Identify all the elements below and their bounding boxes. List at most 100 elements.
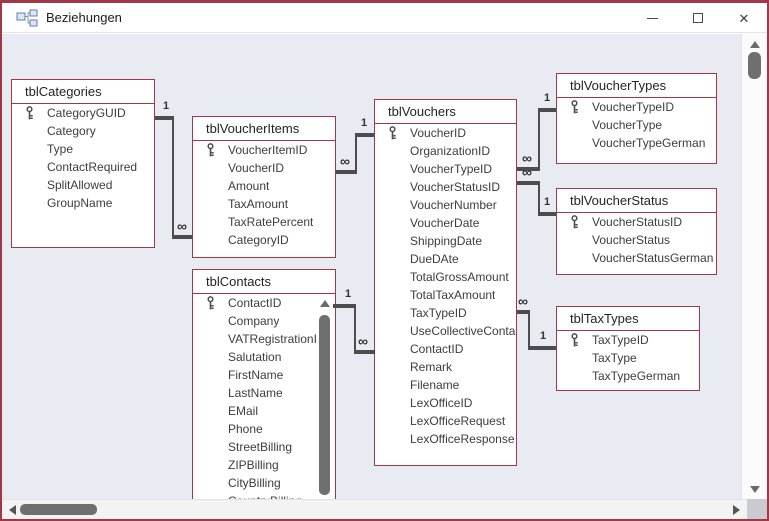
field-row[interactable]: VoucherID xyxy=(375,124,516,142)
scroll-up-icon[interactable] xyxy=(320,300,330,307)
minimize-button[interactable] xyxy=(629,3,675,33)
field-row[interactable]: ContactID xyxy=(375,340,516,358)
relation-line-tblContacts-tblVouchers[interactable] xyxy=(354,306,356,354)
field-row[interactable]: OrganizationID xyxy=(375,142,516,160)
field-row[interactable]: VoucherStatusGerman xyxy=(557,249,716,267)
field-row[interactable]: Type xyxy=(12,140,154,158)
field-row[interactable]: LexOfficeRequest xyxy=(375,412,516,430)
field-name: VoucherID xyxy=(410,126,467,140)
field-row[interactable]: FirstName xyxy=(193,366,335,384)
field-row[interactable]: Salutation xyxy=(193,348,335,366)
vertical-scrollbar-thumb[interactable] xyxy=(748,52,761,79)
table-title[interactable]: tblVoucherTypes xyxy=(557,74,716,98)
scroll-up-icon[interactable] xyxy=(750,41,760,48)
field-row[interactable]: VATRegistrationI xyxy=(193,330,335,348)
field-row[interactable]: VoucherItemID xyxy=(193,141,335,159)
field-name: VoucherStatusID xyxy=(592,215,683,229)
field-row[interactable]: Filename xyxy=(375,376,516,394)
field-row[interactable]: TaxRatePercent xyxy=(193,213,335,231)
field-row[interactable]: Company xyxy=(193,312,335,330)
relation-line-tblVoucherTypes-tblVouchers[interactable] xyxy=(538,108,556,112)
field-row[interactable]: TaxTypeGerman xyxy=(557,367,699,385)
relation-line-tblTaxTypes-tblVouchers[interactable] xyxy=(528,312,530,350)
relation-line-tblTaxTypes-tblVouchers[interactable] xyxy=(517,310,530,314)
relation-line-tblVoucherStatus-tblVouchers[interactable] xyxy=(538,183,540,216)
field-row[interactable]: VoucherID xyxy=(193,159,335,177)
field-row[interactable]: LastName xyxy=(193,384,335,402)
field-row[interactable]: VoucherTypeGerman xyxy=(557,134,716,152)
field-row[interactable]: LexOfficeID xyxy=(375,394,516,412)
relation-line-tblTaxTypes-tblVouchers[interactable] xyxy=(528,346,556,350)
field-row[interactable]: EMail xyxy=(193,402,335,420)
relation-line-tblVoucherStatus-tblVouchers[interactable] xyxy=(538,212,556,216)
scroll-down-icon[interactable] xyxy=(750,486,760,493)
table-title[interactable]: tblVoucherStatus xyxy=(557,189,716,213)
field-row[interactable]: DueDAte xyxy=(375,250,516,268)
field-row[interactable]: VoucherStatus xyxy=(557,231,716,249)
table-title[interactable]: tblContacts xyxy=(193,270,335,294)
field-list-scrollbar[interactable] xyxy=(318,298,332,514)
relation-line-tblContacts-tblVouchers[interactable] xyxy=(333,304,356,308)
field-row[interactable]: TaxType xyxy=(557,349,699,367)
field-row[interactable]: VoucherType xyxy=(557,116,716,134)
field-row[interactable]: TotalTaxAmount xyxy=(375,286,516,304)
relation-line-tblCategories-tblVoucherItems[interactable] xyxy=(155,116,174,120)
field-row[interactable]: LexOfficeResponse xyxy=(375,430,516,448)
field-row[interactable]: Phone xyxy=(193,420,335,438)
field-row[interactable]: VoucherStatusID xyxy=(375,178,516,196)
relation-line-tblCategories-tblVoucherItems[interactable] xyxy=(172,235,192,239)
table-title[interactable]: tblTaxTypes xyxy=(557,307,699,331)
field-list-scrollbar-thumb[interactable] xyxy=(319,315,330,495)
field-row[interactable]: StreetBilling xyxy=(193,438,335,456)
close-button[interactable]: ✕ xyxy=(721,3,767,33)
cardinality-label: 1 xyxy=(360,117,368,129)
scroll-right-icon[interactable] xyxy=(733,505,740,515)
relation-line-tblVoucherStatus-tblVouchers[interactable] xyxy=(517,181,540,185)
field-row[interactable]: ContactID xyxy=(193,294,335,312)
field-row[interactable]: ZIPBilling xyxy=(193,456,335,474)
vertical-scrollbar[interactable] xyxy=(741,34,767,499)
field-row[interactable]: ContactRequired xyxy=(12,158,154,176)
relation-line-tblVouchers-tblVoucherItems[interactable] xyxy=(355,133,357,174)
field-row[interactable]: TaxAmount xyxy=(193,195,335,213)
field-name: ZIPBilling xyxy=(228,458,279,472)
horizontal-scrollbar-thumb[interactable] xyxy=(20,504,97,515)
field-row[interactable]: TaxTypeID xyxy=(375,304,516,322)
field-row[interactable]: CityBilling xyxy=(193,474,335,492)
field-row[interactable]: ShippingDate xyxy=(375,232,516,250)
field-row[interactable]: VoucherNumber xyxy=(375,196,516,214)
table-title[interactable]: tblVouchers xyxy=(375,100,516,124)
table-title[interactable]: tblVoucherItems xyxy=(193,117,335,141)
field-row[interactable]: SplitAllowed xyxy=(12,176,154,194)
field-row[interactable]: Remark xyxy=(375,358,516,376)
horizontal-scrollbar[interactable] xyxy=(2,499,747,519)
relation-line-tblCategories-tblVoucherItems[interactable] xyxy=(172,118,174,237)
scroll-left-icon[interactable] xyxy=(9,505,16,515)
relation-line-tblVoucherTypes-tblVouchers[interactable] xyxy=(538,110,540,171)
maximize-button[interactable] xyxy=(675,3,721,33)
field-row[interactable]: Category xyxy=(12,122,154,140)
field-row[interactable]: VoucherTypeID xyxy=(557,98,716,116)
field-row[interactable]: Amount xyxy=(193,177,335,195)
relation-line-tblVouchers-tblVoucherItems[interactable] xyxy=(355,133,374,137)
field-row[interactable]: TotalGrossAmount xyxy=(375,268,516,286)
field-row[interactable]: TaxTypeID xyxy=(557,331,699,349)
relation-line-tblVoucherTypes-tblVouchers[interactable] xyxy=(517,167,540,171)
field-row[interactable]: CategoryID xyxy=(193,231,335,249)
field-row[interactable]: VoucherDate xyxy=(375,214,516,232)
field-row[interactable]: UseCollectiveContac xyxy=(375,322,516,340)
field-row[interactable]: VoucherTypeID xyxy=(375,160,516,178)
field-row[interactable]: VoucherStatusID xyxy=(557,213,716,231)
relation-line-tblVouchers-tblVoucherItems[interactable] xyxy=(336,170,357,174)
table-title[interactable]: tblCategories xyxy=(12,80,154,104)
field-row[interactable]: CategoryGUID xyxy=(12,104,154,122)
field-row[interactable]: GroupName xyxy=(12,194,154,212)
relation-line-tblContacts-tblVouchers[interactable] xyxy=(354,350,375,354)
